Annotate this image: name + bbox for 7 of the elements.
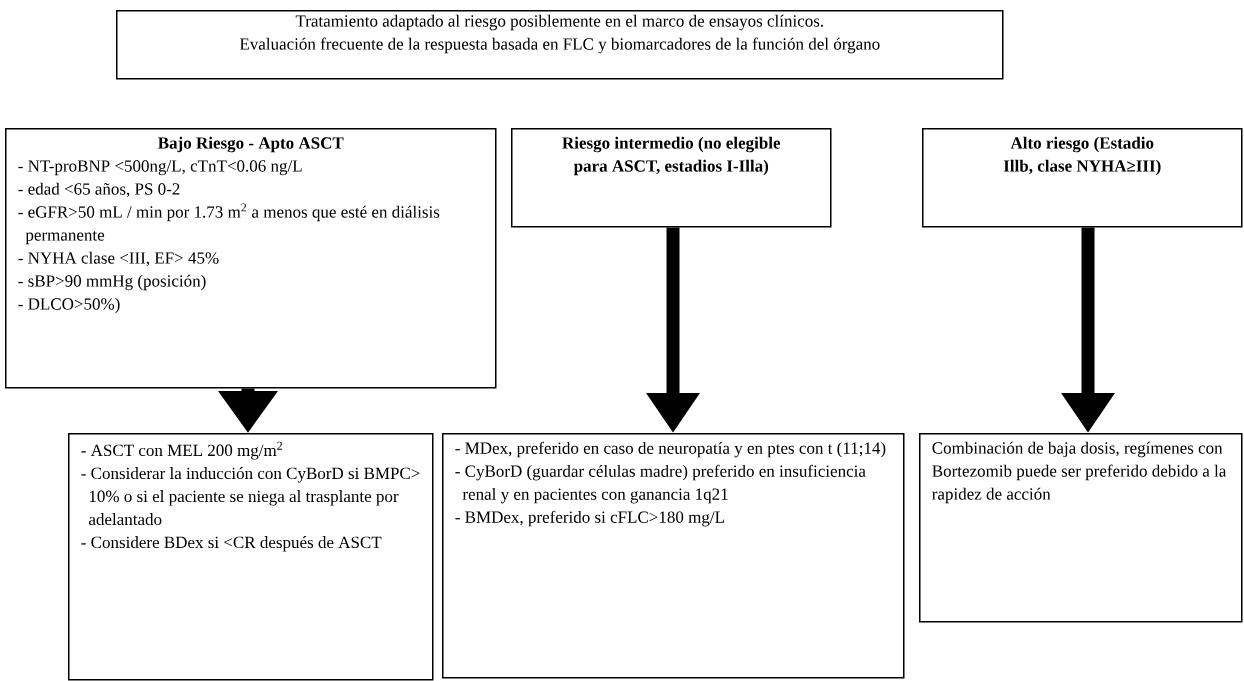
criteria-box: Bajo Riesgo - Apto ASCT - NT-proBNP <500ng/L, cTnT<0.06 ng/L - edad <65 años, PS 0-2 - eGFR>50 mL / min por 1.73 m$^{2}$ a menos que esté en diálisis permanente - NYHA clase <III, EF> 45% - sBP>90 mmHg (posición) - DLCO>50%) (5, 128, 497, 389)
header-box: Tratamiento adaptado al riesgo posiblemente en el marco de ensayos clínicos. Evaluación frecuente de la respuesta basada en FLC y biomarcadores de la función del órgano (116, 10, 1004, 80)
treatment-box: - ASCT con MEL 200 mg/m$^{2}$ - Considerar la inducción con CyBorD si BMPC> 10% o si el paciente se niega al trasplante por adelantado - Considere BDex si <CR después de ASCT (68, 433, 434, 681)
risk-box: Riesgo intermedio (no elegible para ASCT, estadios I-Illa) (511, 128, 832, 228)
treatment-box: Combinación de baja dosis, regímenes con Bortezomib puede ser preferido debido a la rapidez de acción (919, 433, 1243, 623)
risk-box: Alto riesgo (Estadio Illb, clase NYHA≥III) (922, 128, 1243, 228)
treatment-box: - MDex, preferido en caso de neuropatía y en ptes con t (11;14) - CyBorD (guardar células madre) preferido en insuficiencia renal y en pacientes con ganancia 1q21 - BMDex, preferido si cFLC>180 mg/L (442, 433, 905, 679)
